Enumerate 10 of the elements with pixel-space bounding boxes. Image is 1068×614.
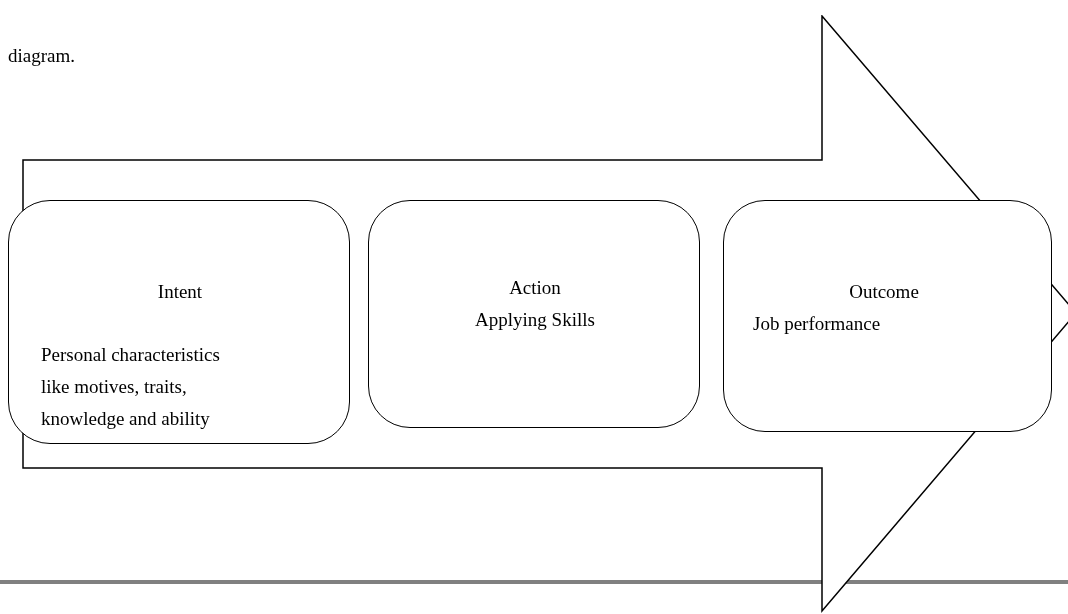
box-heading: Intent	[156, 280, 204, 304]
rounded-box	[723, 200, 1052, 432]
box-text: Personal characteristics like motives, traits, knowledge and ability	[41, 343, 221, 431]
box-text: Applying Skills	[474, 308, 596, 332]
rounded-box	[368, 200, 700, 428]
box-heading: Action	[508, 276, 562, 300]
rounded-box	[8, 200, 350, 444]
box-heading: Outcome	[848, 280, 920, 304]
body-text: diagram.	[8, 44, 75, 68]
box-text: Job performance	[753, 312, 882, 336]
